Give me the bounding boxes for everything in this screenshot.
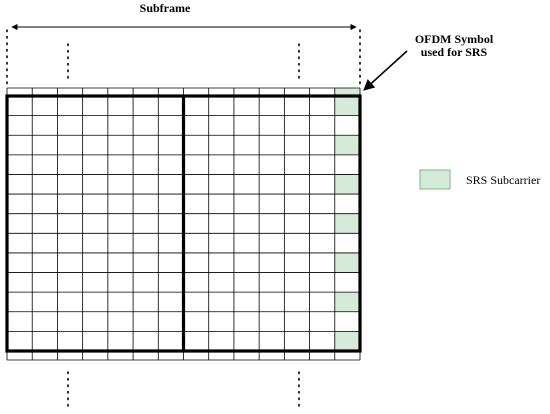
srs-subcarrier-cell: [334, 292, 360, 312]
subframe-label: Subframe: [140, 1, 191, 15]
srs-subcarrier-cell: [334, 96, 360, 116]
srs-subcarrier-cell: [334, 135, 360, 155]
srs-subcarrier-cell: [334, 88, 360, 96]
legend-label: SRS Subcarrier: [466, 173, 540, 187]
srs-symbol-callout-arrow: [363, 50, 408, 91]
legend-swatch-srs-subcarrier: [419, 169, 451, 190]
srs-symbol-label-line2: used for SRS: [421, 45, 488, 59]
srs-subcarrier-cell: [334, 213, 360, 234]
srs-subcarrier-cell: [334, 252, 360, 273]
srs-symbol-label-line1: OFDM Symbol: [415, 32, 494, 46]
srs-subcarrier-cell: [334, 331, 360, 351]
dotted-guides: [6, 29, 361, 409]
resource-grid: [5, 87, 362, 361]
srs-subcarrier-cell: [334, 174, 360, 195]
